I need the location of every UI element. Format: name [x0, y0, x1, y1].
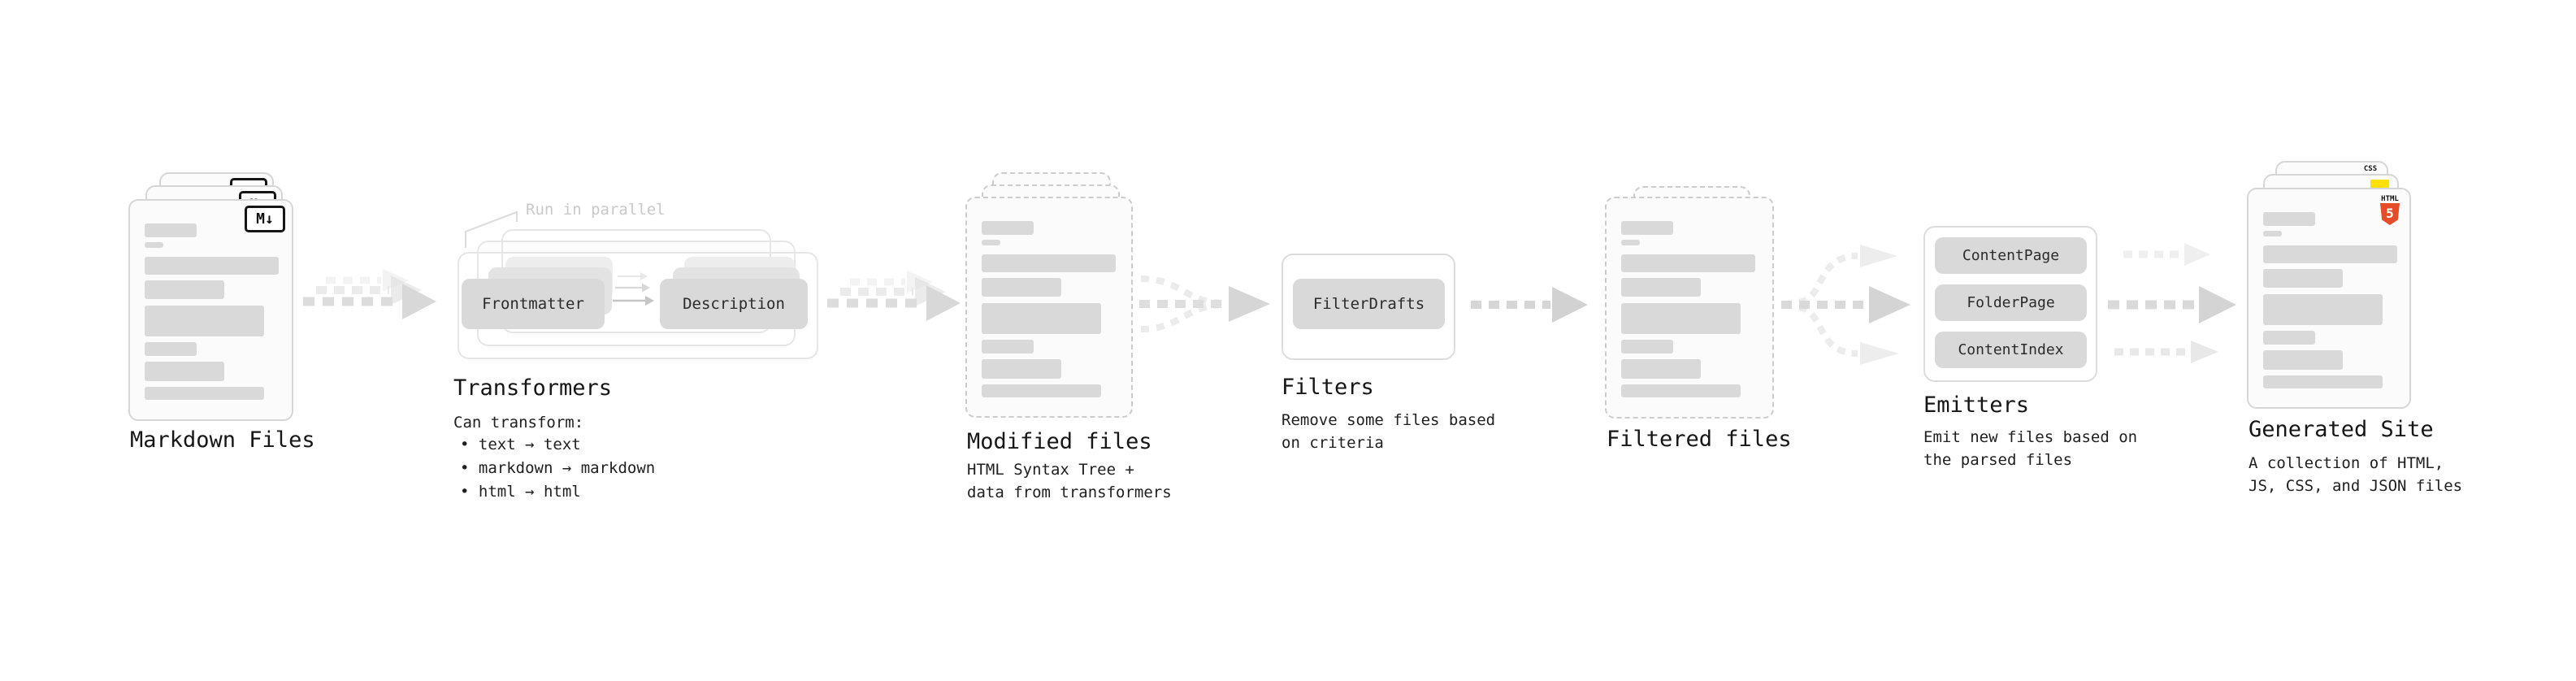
subtitle-line: HTML Syntax Tree +	[967, 461, 1134, 479]
stage-title-filtered-files: Filtered files	[1607, 427, 1792, 452]
emitter-node-contentindex: ContentIndex	[1935, 332, 2087, 368]
placeholder-line	[145, 387, 264, 400]
bullet-item: • text → text	[460, 436, 581, 453]
stage-title-filters: Filters	[1281, 375, 1374, 400]
placeholder-line	[1621, 384, 1741, 397]
flow-arrow-modified-to-filters	[1139, 275, 1270, 332]
site-file-card-html: HTML 5	[2247, 188, 2411, 409]
bullet-item: • markdown → markdown	[460, 459, 656, 477]
stage-title-transformers: Transformers	[453, 375, 613, 401]
flow-arrow-transformers-to-modified	[827, 271, 961, 321]
flow-arrow-filtered-to-emitters	[1781, 245, 1910, 365]
placeholder-line	[982, 303, 1101, 334]
placeholder-line	[2263, 331, 2315, 345]
stage-title-emitters: Emitters	[1923, 393, 2030, 418]
subtitle-line: the parsed files	[1923, 451, 2073, 469]
transformers-bullet-list: • text → text • markdown → markdown • ht…	[460, 433, 655, 504]
placeholder-line	[982, 340, 1034, 354]
placeholder-line	[2263, 269, 2343, 288]
stage-title-markdown-files: Markdown Files	[130, 427, 315, 453]
flow-arrow-emitters-to-site	[2108, 243, 2236, 363]
subtitle-line: Remove some files based	[1281, 411, 1496, 429]
transformer-node-frontmatter: Frontmatter	[462, 279, 605, 329]
placeholder-line	[2263, 231, 2282, 236]
placeholder-line	[982, 359, 1061, 379]
subtitle-line: on criteria	[1281, 434, 1384, 452]
transformers-heading: Can transform:	[453, 414, 584, 432]
placeholder-line	[982, 278, 1061, 297]
transformer-inner-arrows	[613, 272, 654, 306]
placeholder-line	[1621, 221, 1673, 235]
transformer-node-description: Description	[660, 279, 808, 329]
placeholder-line	[1621, 340, 1673, 354]
placeholder-line	[982, 240, 1000, 245]
stage-title-generated-site: Generated Site	[2249, 417, 2434, 442]
placeholder-line	[982, 221, 1034, 235]
placeholder-line	[1621, 278, 1701, 297]
placeholder-line	[2263, 212, 2315, 226]
placeholder-line	[1621, 359, 1701, 379]
placeholder-line	[982, 384, 1101, 397]
flow-arrow-filters-to-filtered	[1471, 287, 1588, 323]
annotation-leader-line	[465, 210, 518, 248]
stage-title-modified-files: Modified files	[967, 429, 1152, 454]
placeholder-line	[145, 242, 163, 248]
filters-subtitle: Remove some files based on criteria	[1281, 409, 1495, 454]
placeholder-line	[1621, 303, 1741, 334]
html5-icon: HTML 5	[2380, 195, 2400, 225]
html5-icon-shield: 5	[2380, 203, 2400, 225]
css-icon-label: CSS	[2363, 165, 2378, 173]
emitters-subtitle: Emit new files based on the parsed files	[1923, 426, 2137, 471]
transformers-frame-front	[458, 252, 818, 359]
bullet-item: • html → html	[460, 483, 581, 501]
subtitle-line: JS, CSS, and JSON files	[2249, 477, 2463, 495]
subtitle-line: A collection of HTML,	[2249, 454, 2444, 472]
placeholder-line	[1621, 240, 1640, 245]
markdown-icon: M↓	[245, 206, 285, 232]
placeholder-line	[2263, 375, 2383, 388]
filter-node-filterdrafts: FilterDrafts	[1293, 279, 1445, 329]
subtitle-line: data from transformers	[967, 484, 1172, 501]
placeholder-line	[145, 342, 197, 356]
modified-file-card-front	[965, 197, 1133, 418]
placeholder-line	[2263, 294, 2383, 325]
placeholder-line	[2263, 350, 2343, 370]
placeholder-line	[145, 280, 224, 299]
emitter-node-folderpage: FolderPage	[1935, 284, 2087, 321]
filtered-file-card-front	[1605, 197, 1774, 419]
placeholder-line	[982, 254, 1116, 272]
run-in-parallel-annotation: Run in parallel	[526, 201, 666, 219]
subtitle-line: Emit new files based on	[1923, 428, 2138, 446]
emitter-node-contentpage: ContentPage	[1935, 237, 2087, 274]
placeholder-line	[145, 223, 197, 237]
generated-site-subtitle: A collection of HTML, JS, CSS, and JSON …	[2249, 452, 2462, 497]
placeholder-line	[1621, 254, 1755, 272]
placeholder-line	[2263, 245, 2397, 263]
placeholder-line	[145, 362, 224, 381]
flow-arrow-markdown-to-transformers	[303, 269, 436, 319]
markdown-file-card-front: M↓	[128, 199, 293, 421]
placeholder-line	[145, 257, 279, 275]
modified-files-subtitle: HTML Syntax Tree + data from transformer…	[967, 458, 1172, 504]
html5-icon-label: HTML	[2381, 195, 2399, 203]
js-icon	[2370, 180, 2389, 189]
placeholder-line	[145, 306, 264, 336]
